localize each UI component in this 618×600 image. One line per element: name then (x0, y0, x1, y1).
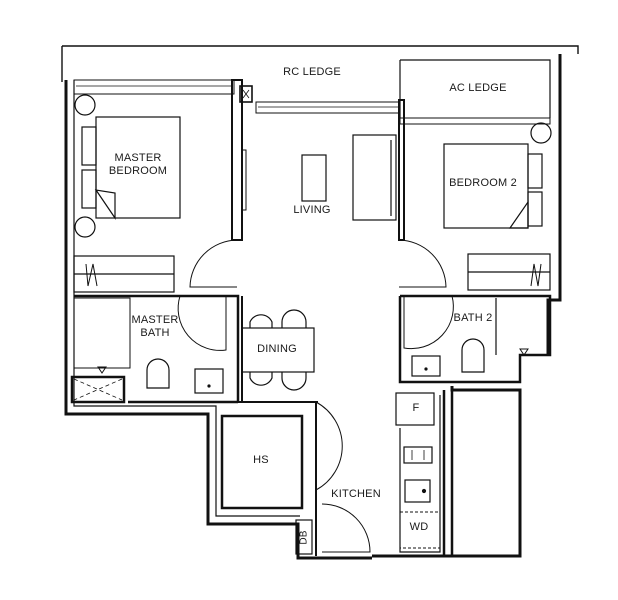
hs-door (315, 401, 343, 491)
master-bedroom-door (189, 239, 238, 288)
shower-area (73, 297, 131, 369)
outer-ledge-outline (61, 45, 579, 82)
window-living (255, 101, 401, 114)
kitchen-door (321, 503, 371, 553)
master-bath-door (177, 295, 227, 351)
partition-wall-2 (398, 99, 405, 241)
toilet-icon (146, 358, 170, 389)
floor-trap-icon (519, 348, 529, 356)
household-shelter (220, 414, 304, 510)
room-label-dining: DINING (257, 343, 297, 355)
room-label-master-bath: MASTER BATH (131, 314, 179, 339)
nightstand (81, 126, 97, 166)
kitchen-sink (404, 479, 431, 503)
room-label-kitchen: KITCHEN (331, 488, 381, 500)
room-label-bedroom-2: BEDROOM 2 (449, 177, 517, 189)
aircon-unit-icon (239, 85, 253, 103)
room-label-bath-2: BATH 2 (453, 312, 493, 324)
exterior-wall-inner (73, 80, 300, 517)
db-box (295, 519, 313, 555)
room-label-fridge: F (412, 402, 420, 414)
wardrobe-hanger-icon (530, 263, 542, 287)
kitchen-counter (399, 395, 441, 553)
hob-icon (403, 446, 433, 464)
exterior-wall (64, 54, 562, 560)
bedroom2-door (398, 239, 447, 288)
dining-chair (281, 309, 307, 328)
toilet-icon (461, 338, 485, 373)
bath2-walls (398, 294, 552, 384)
dining-chair (249, 314, 273, 328)
sofa (352, 134, 397, 221)
lamp-icon (74, 94, 96, 116)
room-label-wd: WD (409, 521, 429, 533)
nightstand (527, 191, 543, 227)
floor-trap-icon (97, 366, 107, 374)
floor-drain-box (70, 375, 126, 404)
nightstand (81, 169, 97, 209)
bed-fold (94, 189, 116, 220)
bed-fold (508, 200, 529, 229)
basin-bath2 (411, 355, 441, 377)
lamp-icon (74, 216, 96, 238)
washer-dryer (399, 511, 441, 549)
tv-console (241, 149, 247, 211)
basin-master (194, 368, 224, 394)
lamp-icon (530, 122, 552, 144)
fridge (395, 392, 435, 426)
partition-wall (231, 79, 243, 241)
room-label-ac-ledge: AC LEDGE (449, 82, 507, 94)
bed-master (95, 116, 181, 219)
nightstand (527, 153, 543, 189)
room-label-living: LIVING (293, 204, 331, 216)
wardrobe-hanger-icon (85, 263, 98, 287)
coffee-table (301, 154, 327, 202)
dining-chair (281, 372, 307, 391)
master-bath-walls (74, 294, 240, 404)
bath2-door (403, 295, 454, 350)
room-label-master-bedroom: MASTER BEDROOM (108, 152, 168, 177)
room-label-hs: HS (253, 454, 269, 466)
room-label-rc-ledge: RC LEDGE (283, 66, 341, 78)
window-master (73, 79, 235, 95)
window-bedroom2 (399, 117, 551, 125)
dining-chair (249, 372, 273, 386)
room-label-db: DB (298, 530, 310, 545)
